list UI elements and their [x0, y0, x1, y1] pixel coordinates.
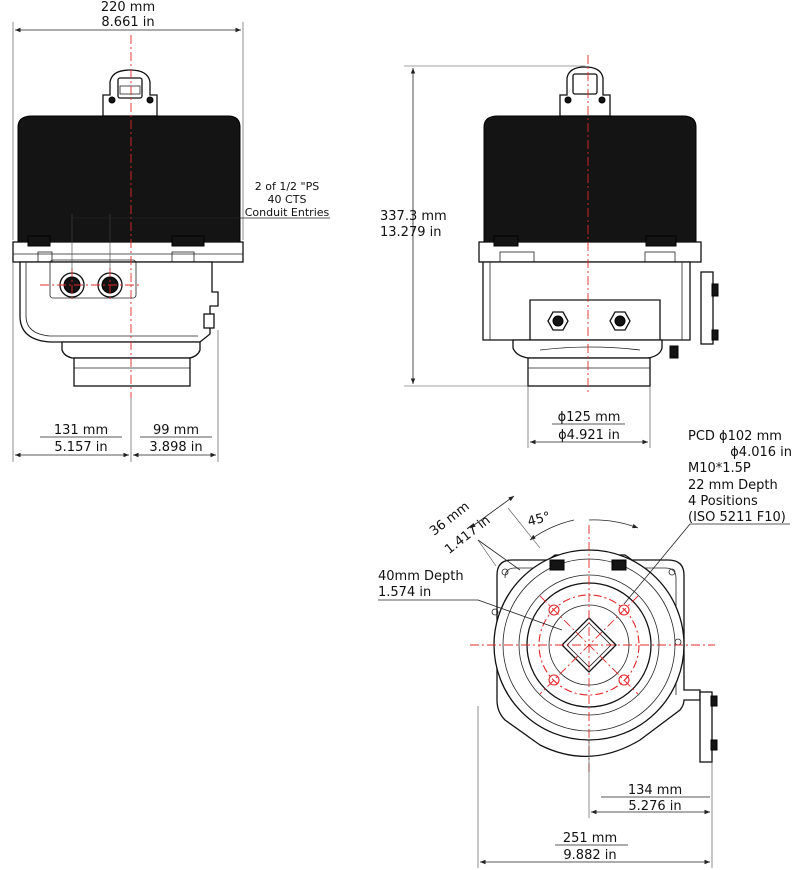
bolt-hole-2 — [618, 604, 630, 616]
pcd-label-6: (ISO 5211 F10) — [688, 510, 786, 525]
conduit-label-2: 40 CTS — [268, 193, 307, 206]
bolt-hole-4 — [618, 674, 630, 686]
side-view — [404, 55, 719, 448]
offset-in: 5.276 in — [628, 799, 681, 814]
front-left-mm: 131 mm — [54, 423, 108, 438]
pcd-label-1: PCD ϕ102 mm — [688, 429, 782, 444]
terminal-cap — [559, 66, 611, 117]
terminal-cap — [102, 69, 158, 117]
front-width-in: 8.661 in — [101, 15, 154, 30]
bolt-hole-1 — [548, 604, 560, 616]
pcd-label-4: 22 mm Depth — [688, 478, 778, 493]
front-width-mm: 220 mm — [101, 0, 155, 15]
offset-mm: 134 mm — [628, 783, 682, 798]
flange-dia-in: ϕ4.921 in — [558, 428, 620, 443]
depth-label-1: 40mm Depth — [378, 569, 464, 584]
pcd-label-5: 4 Positions — [688, 494, 758, 509]
front-view — [12, 22, 330, 462]
front-right-mm: 99 mm — [153, 423, 199, 438]
side-height-mm: 337.3 mm — [380, 209, 447, 224]
dark-cover — [17, 115, 241, 243]
bottom-view — [378, 495, 790, 868]
front-right-in: 3.898 in — [149, 440, 202, 455]
mount-flange — [527, 357, 651, 387]
mount-flange — [73, 357, 191, 387]
conduit-label-3: Conduit Entries — [245, 206, 330, 219]
hex-nut-1 — [547, 311, 569, 331]
conduit-label-1: 2 of 1/2 "PS — [255, 180, 319, 193]
pcd-label-2: ϕ4.016 in — [730, 445, 792, 460]
dark-cover — [483, 115, 697, 243]
depth-label-2: 1.574 in — [378, 585, 431, 600]
bolt-hole-3 — [548, 674, 560, 686]
width-mm: 251 mm — [563, 831, 617, 846]
angle-label: 45° — [526, 509, 552, 529]
pcd-label-3: M10*1.5P — [688, 461, 751, 476]
width-in: 9.882 in — [563, 848, 616, 863]
side-height-in: 13.279 in — [380, 225, 441, 240]
front-left-in: 5.157 in — [54, 440, 107, 455]
hex-nut-2 — [609, 311, 631, 331]
flange-dia-mm: ϕ125 mm — [558, 410, 621, 425]
